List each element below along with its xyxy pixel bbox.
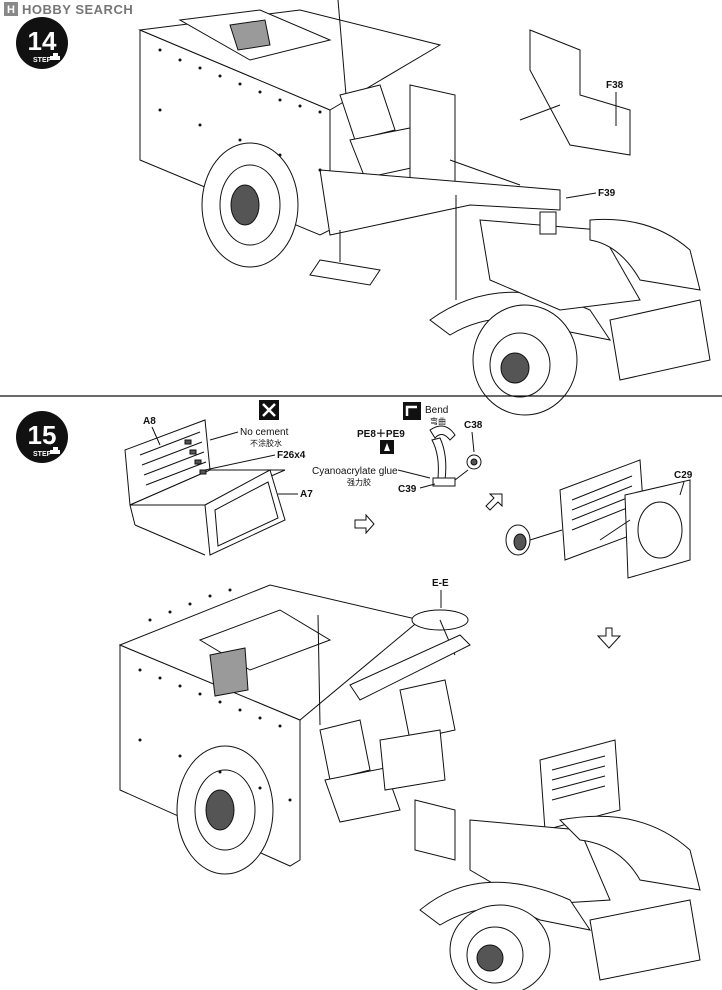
watermark-text: HOBBY SEARCH — [22, 2, 133, 17]
label-f38: F38 — [606, 80, 624, 91]
radiator-subassembly: C29 — [505, 459, 693, 579]
label-e-e: E-E — [432, 578, 449, 589]
label-c29: C29 — [674, 470, 693, 481]
step15-number: 15 — [28, 420, 57, 450]
step14-number: 14 — [28, 26, 57, 56]
label-f39: F39 — [598, 188, 616, 199]
pe-subassembly: Bend 弯曲 PE8＋PE9 Cyanoacrylate glue 强力胶 C… — [312, 402, 483, 495]
step14-word: STEP — [33, 57, 52, 64]
label-a8: A8 — [143, 416, 156, 427]
hatch-subassembly — [124, 419, 286, 556]
step-tank-icon — [50, 53, 60, 60]
step14-badge: 14 STEP — [16, 17, 68, 69]
glue-label-cn: 强力胶 — [347, 477, 371, 487]
no-cement-icon — [259, 400, 279, 420]
step15-word: STEP — [33, 451, 52, 458]
watermark: H HOBBY SEARCH — [4, 2, 133, 17]
no-cement-label: No cement — [240, 427, 289, 438]
bend-label-cn: 弯曲 — [430, 416, 446, 426]
bend-icon — [403, 402, 421, 420]
glue-label: Cyanoacrylate glue — [312, 466, 398, 477]
step-tank-icon — [50, 447, 60, 454]
bend-label: Bend — [425, 405, 448, 416]
no-cement-label-cn: 不涂胶水 — [250, 438, 282, 448]
label-c38: C38 — [464, 420, 483, 431]
step14-labels: F38 F39 — [565, 80, 624, 199]
hatch-labels: A8 A7 F26x4 No cement 不涂胶水 — [143, 400, 313, 500]
label-f26x4: F26x4 — [277, 450, 306, 461]
label-c39: C39 — [398, 484, 417, 495]
hobby-search-logo-icon — [4, 2, 18, 16]
glue-icon — [380, 440, 394, 454]
label-a7: A7 — [300, 489, 313, 500]
label-pe8-pe9: PE8＋PE9 — [357, 428, 405, 440]
step15-vehicle-drawing: E-E — [118, 578, 701, 990]
watermark-logo-letter: H — [7, 4, 15, 16]
step15-badge: 15 STEP — [16, 411, 68, 463]
step14-vehicle-drawing — [138, 0, 711, 416]
assembly-direction-arrows — [354, 493, 622, 649]
